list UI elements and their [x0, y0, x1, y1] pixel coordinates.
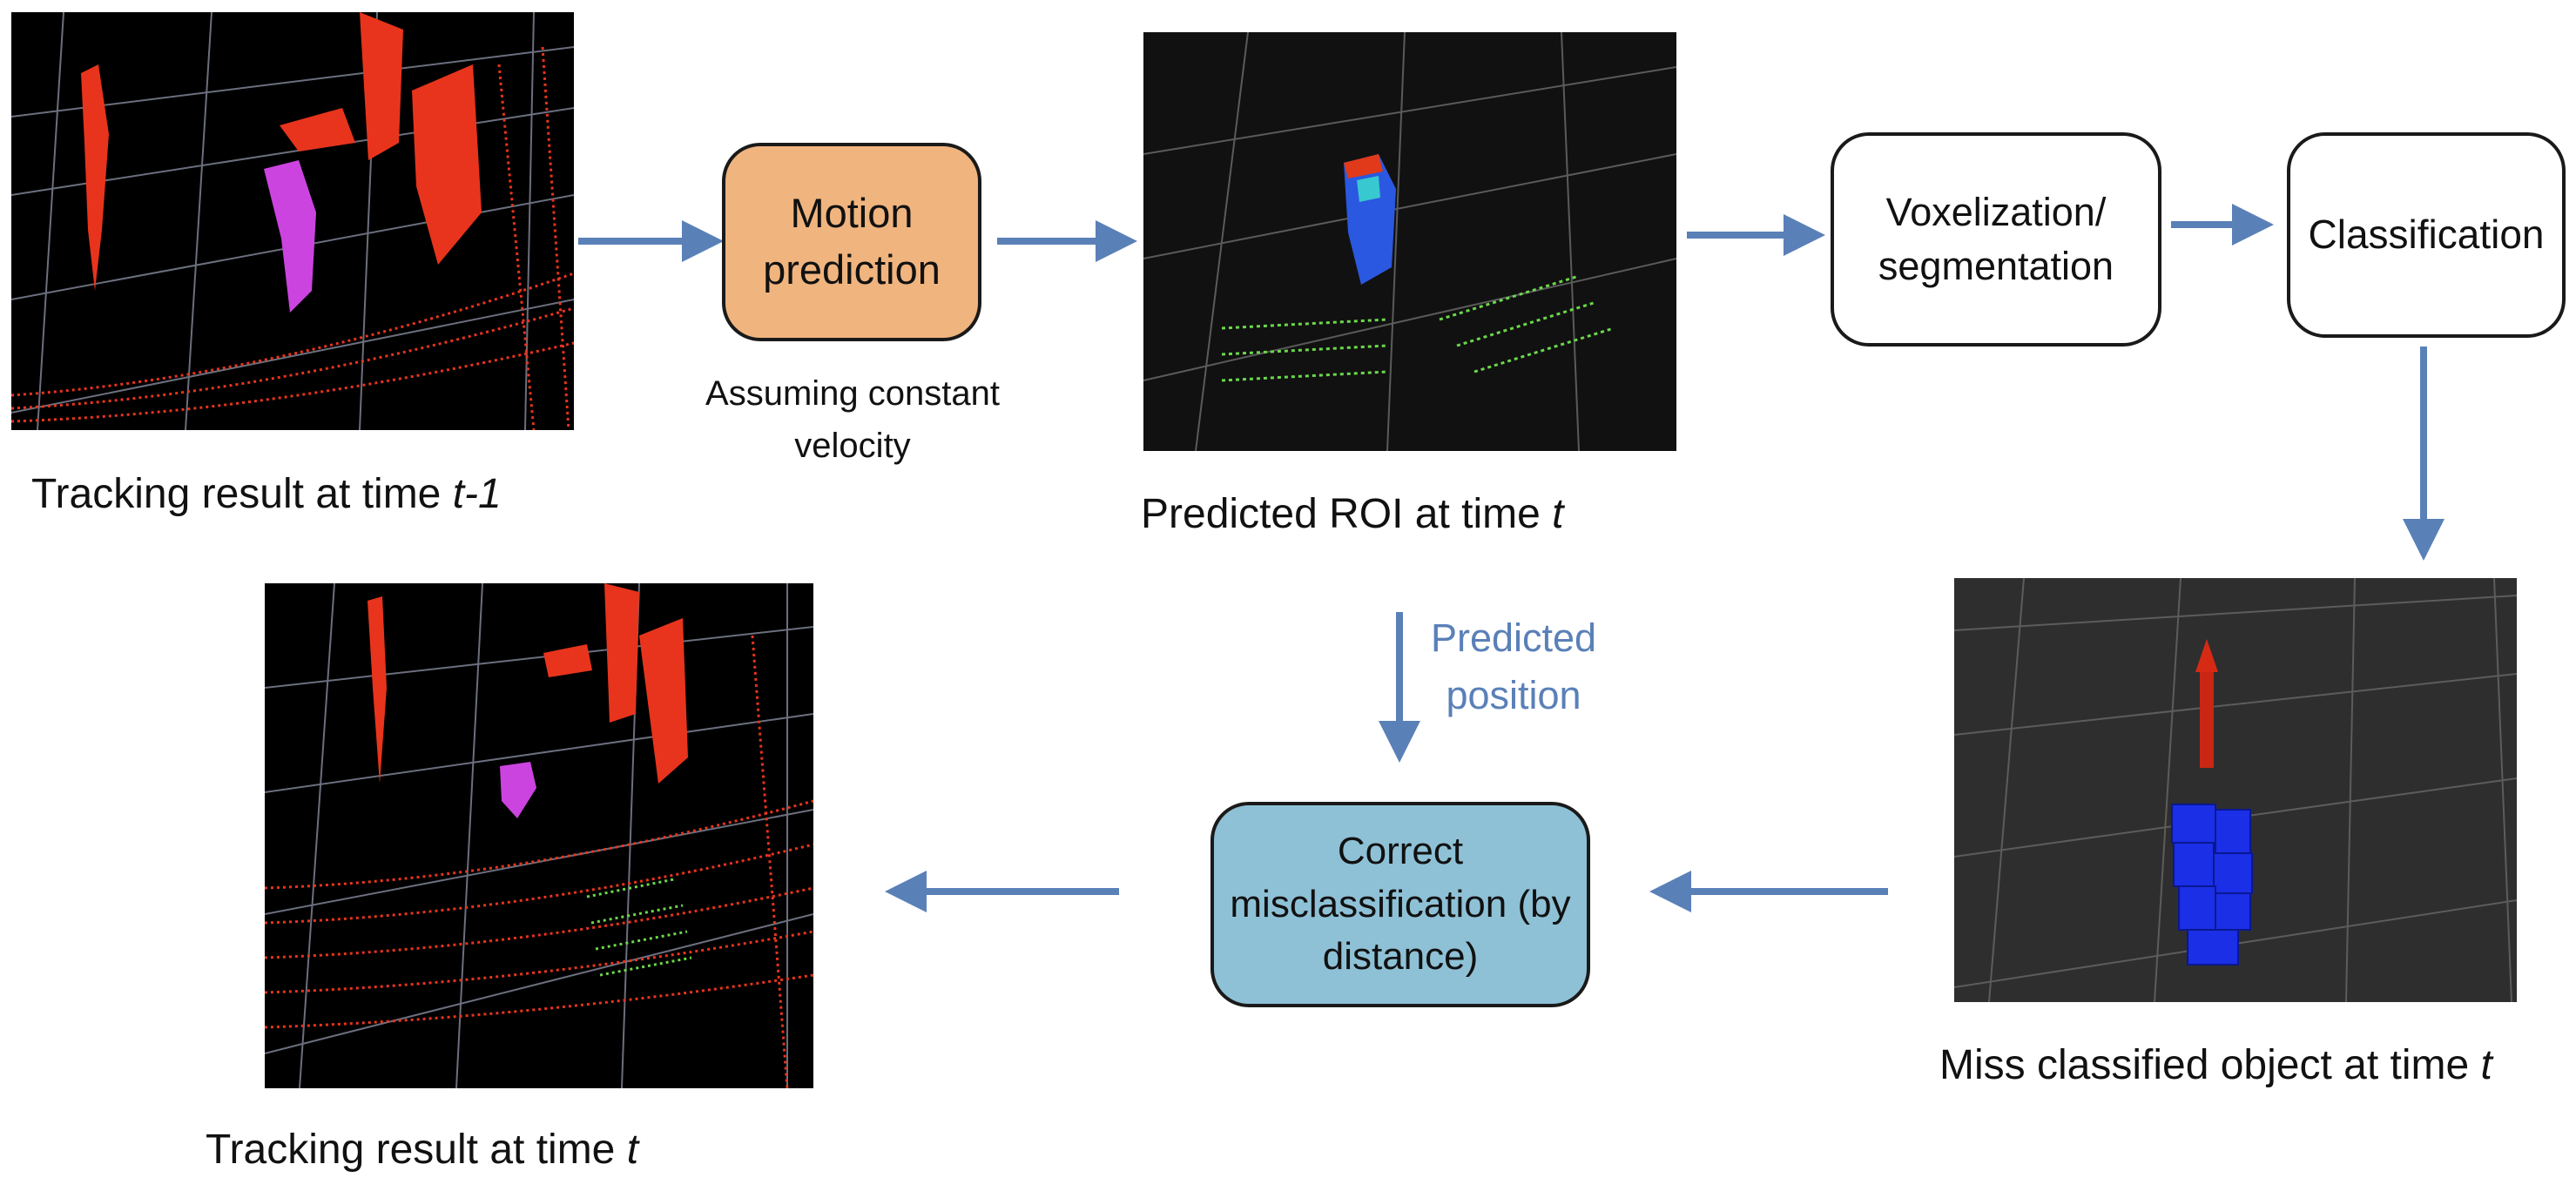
- caption-tracking-final: Tracking result at time t: [206, 1126, 638, 1174]
- voxelization-box: Voxelization/ segmentation: [1831, 132, 2161, 347]
- caption-miss-classified: Miss classified object at time t: [1939, 1041, 2492, 1089]
- correct-misclassification-box: Correct misclassification (by distance): [1210, 802, 1590, 1007]
- caption-time-var: t: [626, 1127, 639, 1173]
- predicted-roi-image: [1143, 32, 1676, 451]
- caption-text: Tracking result at time: [206, 1127, 627, 1173]
- caption-text: Miss classified object at time: [1939, 1042, 2481, 1088]
- motion-prediction-box: Motion prediction: [722, 143, 981, 341]
- classification-box: Classification: [2287, 132, 2566, 338]
- caption-text: Tracking result at time: [31, 471, 453, 517]
- tracking-result-final-image: [265, 583, 813, 1088]
- caption-text: Predicted ROI at time: [1141, 491, 1553, 537]
- caption-time-var: t: [2480, 1042, 2492, 1088]
- miss-classified-object-image: [1954, 578, 2517, 1002]
- caption-time-var: t: [1552, 491, 1564, 537]
- predicted-position-note: Predicted position: [1430, 616, 1597, 717]
- caption-time-var: t-1: [452, 471, 502, 517]
- assumption-note: Assuming constant velocity: [705, 374, 1000, 465]
- caption-tracking-prev: Tracking result at time t-1: [31, 470, 502, 518]
- caption-predicted-roi: Predicted ROI at time t: [1141, 490, 1564, 538]
- tracking-result-prev-image: [11, 12, 574, 430]
